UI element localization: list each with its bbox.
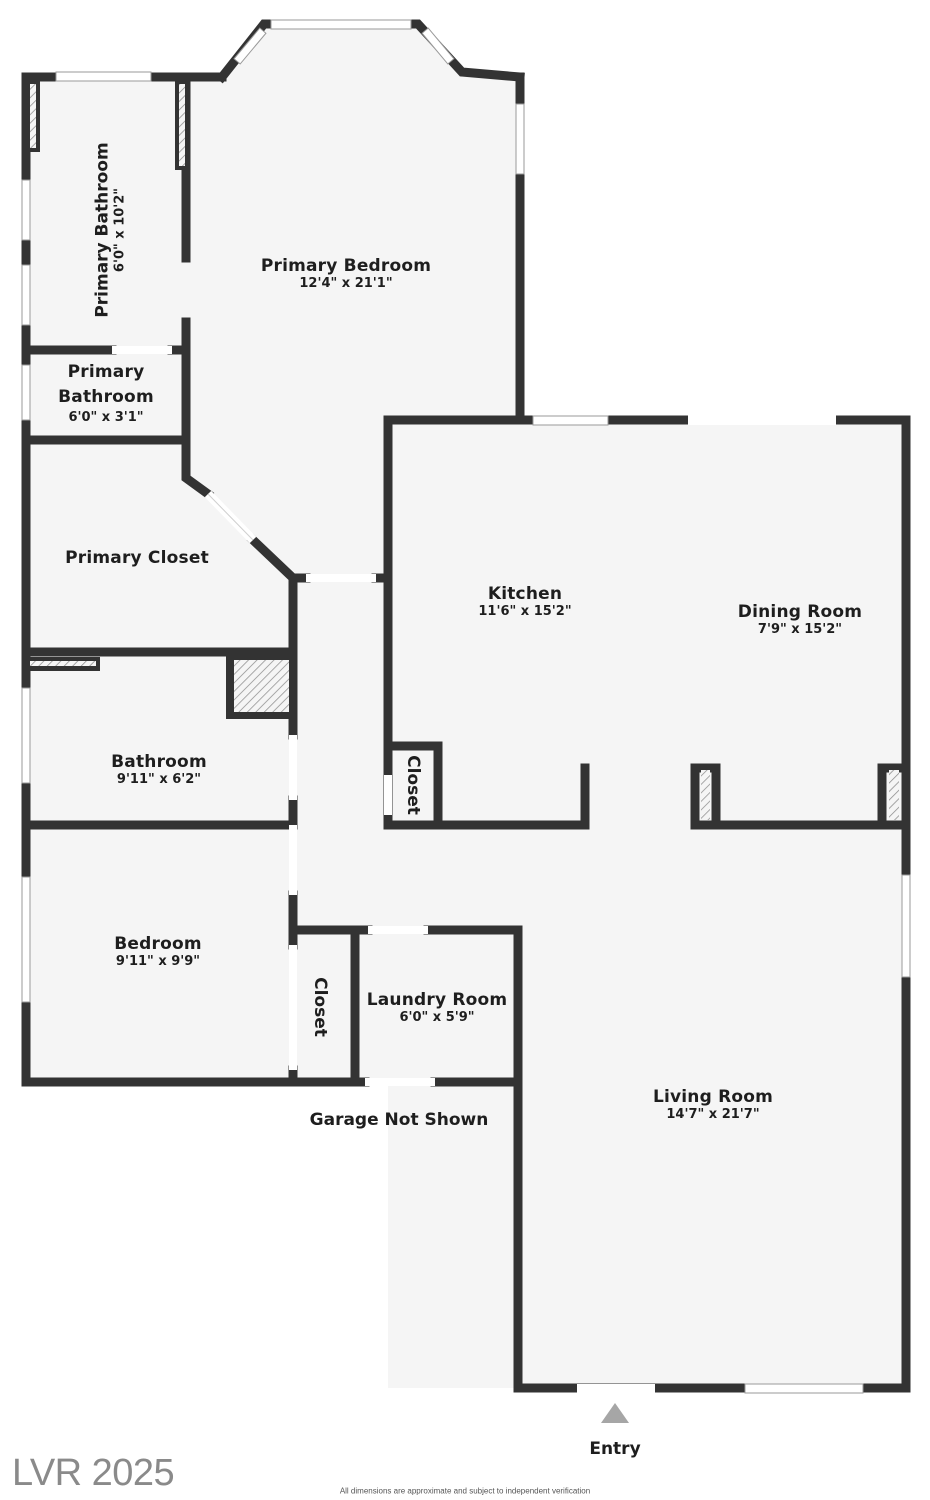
entry-arrow-icon bbox=[601, 1403, 629, 1423]
room-label-dining-room: Dining Room 7'9" x 15'2" bbox=[738, 602, 862, 638]
door-openings bbox=[112, 346, 836, 1393]
room-dimensions: 9'11" x 6'2" bbox=[116, 772, 202, 787]
room-name: Closet bbox=[403, 755, 423, 815]
windows bbox=[21, 19, 911, 1394]
room-name: Living Room bbox=[652, 1087, 774, 1107]
room-dimensions: 6'0" x 3'1" bbox=[68, 410, 144, 425]
room-name-line1: Primary bbox=[67, 362, 145, 382]
room-label-laundry-room: Laundry Room 6'0" x 5'9" bbox=[367, 990, 508, 1026]
room-label-hall-closet: Closet bbox=[310, 977, 330, 1037]
room-label-kitchen-closet: Closet bbox=[403, 755, 423, 815]
room-name: Primary Bedroom bbox=[260, 256, 432, 276]
room-dimensions: 7'9" x 15'2" bbox=[757, 622, 843, 637]
room-name: Primary Bathroom bbox=[92, 142, 113, 318]
room-dimensions: 6'0" x 10'2" bbox=[112, 187, 128, 273]
disclaimer-text: All dimensions are approximate and subje… bbox=[339, 1486, 591, 1496]
room-dimensions: 14'7" x 21'7" bbox=[666, 1107, 760, 1122]
room-label-primary-bedroom: Primary Bedroom 12'4" x 21'1" bbox=[261, 256, 431, 292]
room-label-bedroom: Bedroom 9'11" x 9'9" bbox=[114, 934, 202, 970]
built-in-fixtures bbox=[26, 80, 899, 820]
room-label-bathroom: Bathroom 9'11" x 6'2" bbox=[111, 752, 207, 788]
room-name: Kitchen bbox=[487, 584, 563, 604]
room-dimensions: 9'11" x 9'9" bbox=[115, 954, 201, 969]
garage-not-shown-note: Garage Not Shown bbox=[309, 1110, 489, 1130]
room-dimensions: 12'4" x 21'1" bbox=[299, 276, 393, 291]
room-name: Bathroom bbox=[111, 752, 207, 772]
watermark: LVR 2025 bbox=[12, 1452, 175, 1494]
room-name-line2: Bathroom bbox=[58, 387, 154, 407]
room-label-primary-bathroom-main: Primary Bathroom 6'0" x 10'2" bbox=[93, 142, 128, 317]
room-name: Closet bbox=[310, 977, 330, 1037]
room-name: Primary Closet bbox=[65, 548, 209, 568]
room-label-primary-bathroom-small: Primary Bathroom 6'0" x 3'1" bbox=[58, 362, 154, 426]
room-label-living-room: Living Room 14'7" x 21'7" bbox=[653, 1087, 773, 1123]
room-dimensions: 6'0" x 5'9" bbox=[399, 1010, 475, 1025]
room-name: Dining Room bbox=[737, 602, 863, 622]
room-dimensions: 11'6" x 15'2" bbox=[478, 604, 572, 619]
floor-fill bbox=[26, 24, 906, 1388]
entry-label: Entry bbox=[589, 1439, 641, 1459]
room-label-kitchen: Kitchen 11'6" x 15'2" bbox=[478, 584, 571, 620]
room-name: Bedroom bbox=[114, 934, 202, 954]
room-name: Laundry Room bbox=[366, 990, 508, 1010]
room-label-primary-closet: Primary Closet bbox=[65, 548, 209, 568]
